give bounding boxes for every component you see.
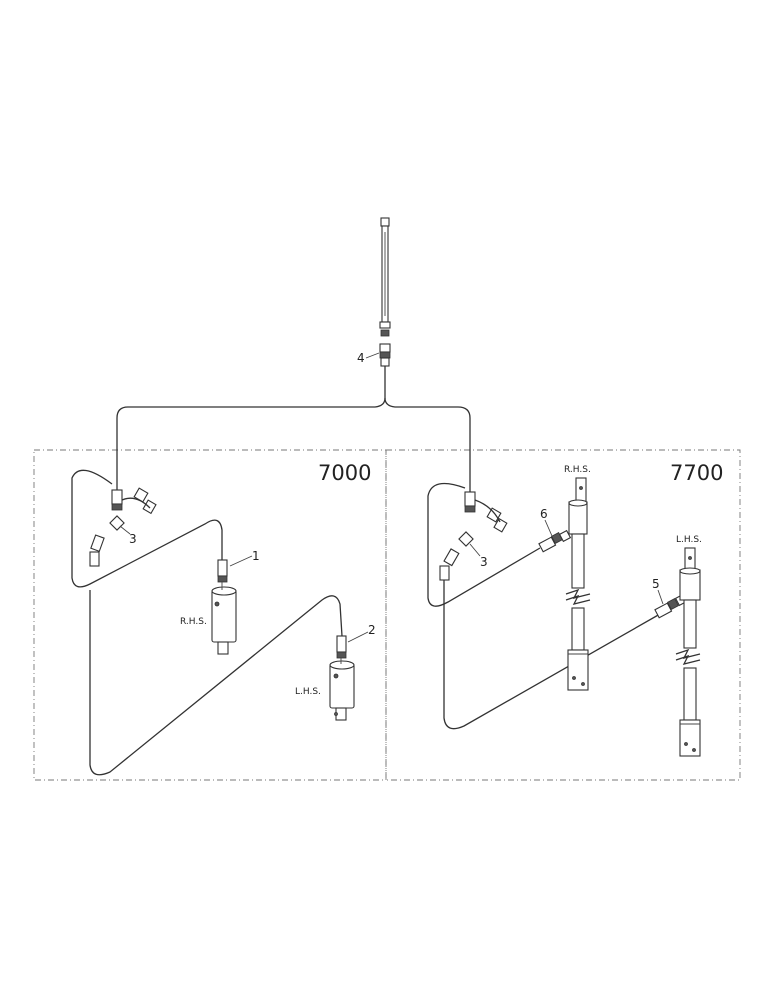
callout-2: 2 bbox=[368, 623, 376, 637]
callout-4: 4 bbox=[357, 351, 365, 365]
cylinder-lhs-7000 bbox=[329, 635, 355, 721]
callout-6: 6 bbox=[540, 507, 548, 521]
hose-loop-left bbox=[71, 469, 223, 588]
cylinder-rhs-7000 bbox=[211, 559, 237, 655]
label-lhs-7700: L.H.S. bbox=[676, 535, 702, 545]
hose-split-right bbox=[384, 397, 471, 492]
supply-tube bbox=[379, 217, 391, 337]
fitting-4 bbox=[379, 343, 391, 367]
tee-fitting-7700 bbox=[439, 491, 508, 581]
callout-3-7000: 3 bbox=[129, 532, 137, 546]
label-lhs-7000: L.H.S. bbox=[295, 687, 321, 697]
model-label-7700: 7700 bbox=[670, 461, 723, 485]
label-rhs-7000: R.H.S. bbox=[180, 617, 207, 627]
callout-5: 5 bbox=[652, 577, 660, 591]
tee-fitting-7000 bbox=[89, 487, 157, 567]
hose-lhs-7000 bbox=[89, 590, 343, 776]
model-label-7000: 7000 bbox=[318, 461, 371, 485]
fitting-6 bbox=[538, 529, 572, 553]
cylinder-lhs-7700 bbox=[675, 547, 701, 757]
label-rhs-7700: R.H.S. bbox=[564, 465, 591, 475]
frame-7000 bbox=[33, 449, 387, 781]
hose-loop-right bbox=[427, 482, 541, 607]
callout-3-7700: 3 bbox=[480, 555, 488, 569]
callout-1: 1 bbox=[252, 549, 260, 563]
cylinder-rhs-7700 bbox=[565, 477, 591, 691]
frame-7700 bbox=[385, 449, 741, 781]
hose-lhs-7700 bbox=[443, 580, 661, 730]
hose-split-left bbox=[116, 366, 386, 490]
